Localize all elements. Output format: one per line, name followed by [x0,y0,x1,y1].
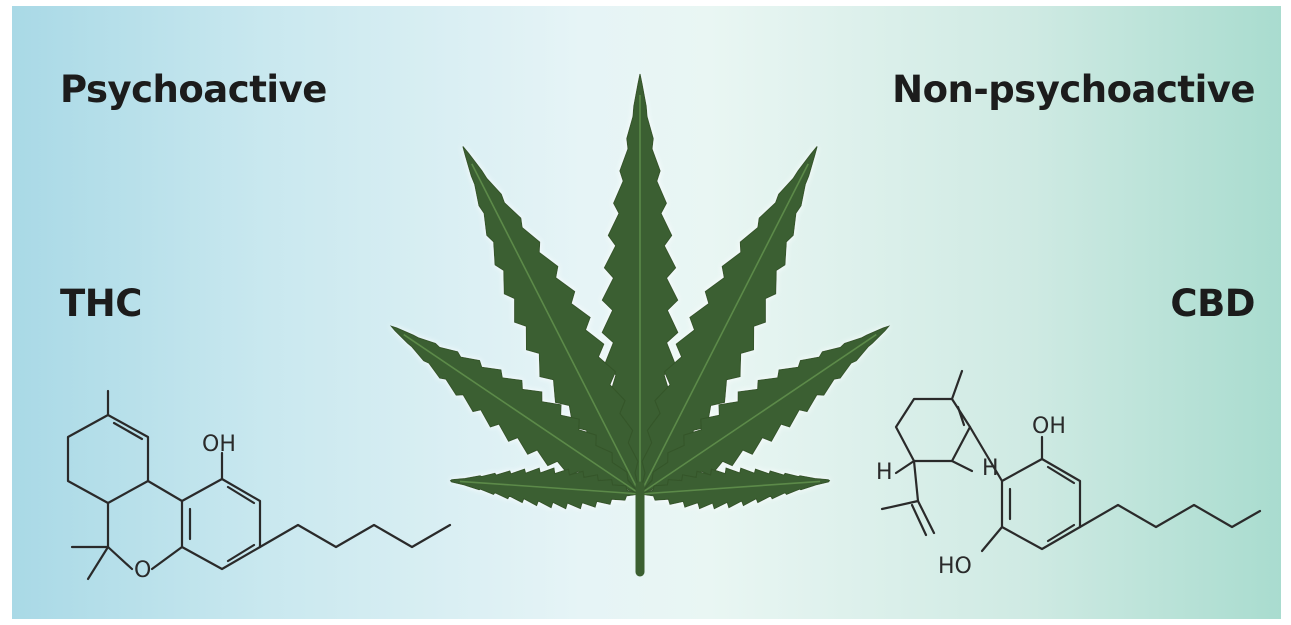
diagram-panel: Psychoactive Non-psychoactive THC CBD [12,6,1281,619]
thc-oxygen: O [134,558,151,583]
cbd-hydroxyl-top: OH [1032,414,1066,439]
cbd-hydrogen-right: H [982,456,999,481]
leaflet-6 [639,467,831,510]
thc-label: THC [60,282,142,325]
leaflet-midrib [639,333,877,495]
cbd-structure: H H OH HO [876,369,1262,579]
leaflet-midrib [639,163,809,495]
cbd-hydrogen-left: H [876,460,893,485]
thc-structure: OH O [66,389,452,583]
cbd-hydroxyl-bottom: HO [938,554,972,579]
leaflet-midrib [639,480,821,495]
leaflet-midrib [459,480,641,495]
leaflet-midrib [403,333,641,495]
psychoactive-label: Psychoactive [60,68,327,111]
leaflet-5 [449,467,641,510]
non-psychoactive-label: Non-psychoactive [892,68,1255,111]
thc-hydroxyl: OH [202,432,236,457]
cannabis-leaf-icon [389,73,891,577]
cbd-label: CBD [1170,282,1255,325]
leaflet-midrib [471,163,641,495]
